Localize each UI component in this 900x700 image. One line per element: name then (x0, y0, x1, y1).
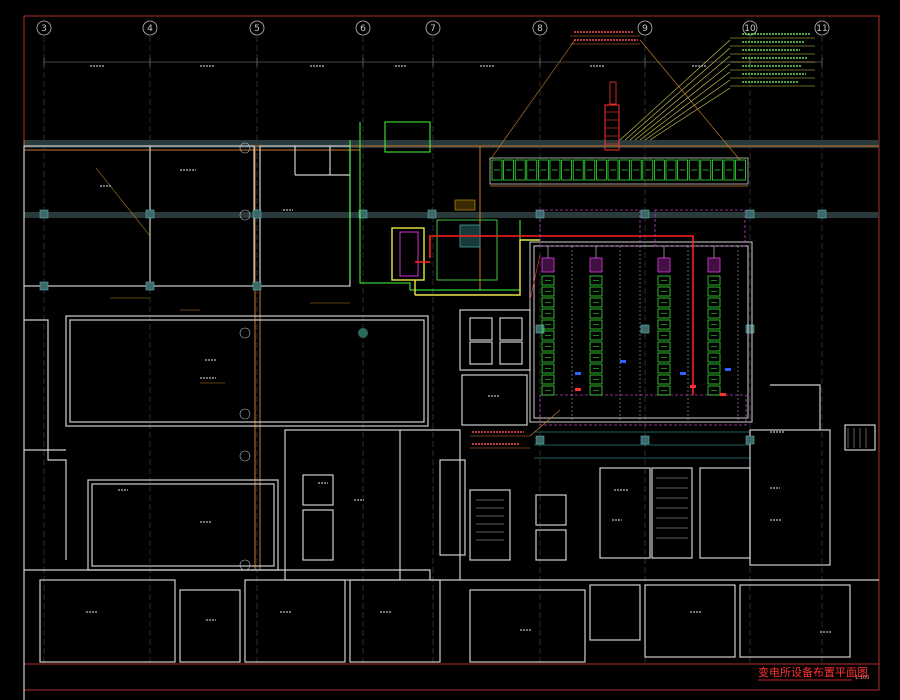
svg-text:8: 8 (537, 24, 543, 34)
grid-bubble-11: 11 (814, 20, 830, 36)
grid-bubble-7: 7 (425, 20, 441, 36)
annotation-leaders (619, 37, 815, 141)
grid-bubble-5: 5 (249, 20, 265, 36)
building-walls (23, 145, 879, 700)
grounding-grid (534, 431, 750, 459)
main-beam-band (24, 140, 879, 218)
svg-text:11: 11 (816, 24, 827, 34)
top-switchgear-row (489, 157, 749, 187)
busbar-route (415, 235, 694, 395)
svg-text:10: 10 (744, 24, 756, 34)
duct-lines (23, 140, 879, 571)
cable-tray-path (391, 227, 540, 296)
drawing-scale: 1:100 (855, 675, 869, 681)
top-dimension-line (43, 58, 823, 66)
dashed-zones (539, 209, 747, 426)
drawing-border (23, 15, 880, 691)
svg-text:9: 9 (642, 24, 648, 34)
grid-bubble-10: 10 (742, 20, 758, 36)
title-block: 变电所设备布置平面图 1:100 (758, 665, 869, 681)
grid-bubble-3: 3 (36, 20, 52, 36)
stack-structure (604, 81, 620, 151)
grid-bubble-6: 6 (355, 20, 371, 36)
svg-text:7: 7 (430, 24, 436, 34)
dimension-ticks (95, 167, 350, 384)
grid-bubble-8: 8 (532, 20, 548, 36)
drawing-title: 变电所设备布置平面图 (758, 665, 868, 679)
switchgear-room (529, 241, 753, 423)
annotation-leaders-red (529, 254, 541, 301)
svg-text:4: 4 (147, 24, 153, 34)
stair-treads (476, 428, 867, 541)
svg-text:5: 5 (254, 24, 260, 34)
svg-text:3: 3 (41, 24, 47, 34)
grid-bubble-4: 4 (142, 20, 158, 36)
row-grid-markers (239, 142, 251, 571)
column-round (358, 328, 368, 338)
annotation-text-marks (472, 31, 810, 445)
grid-bubble-9: 9 (637, 20, 653, 36)
room-label-marks (86, 65, 832, 633)
annotation-leaders-orange (470, 35, 741, 449)
svg-text:6: 6 (360, 24, 366, 34)
switchgear-cabinets (541, 246, 739, 420)
